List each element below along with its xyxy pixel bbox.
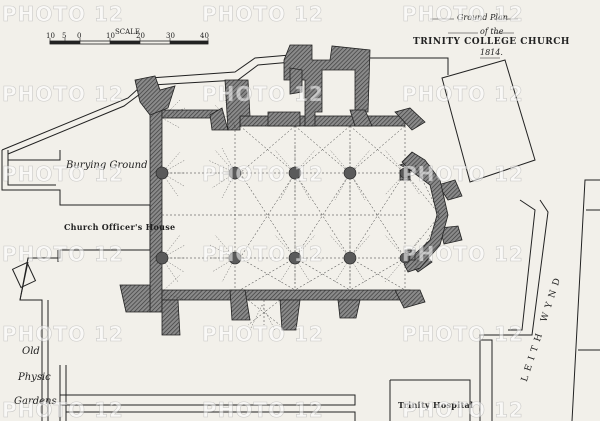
title-line2: of the (480, 27, 504, 36)
watermark: PHOTO 12 (402, 242, 524, 267)
label-church-officers-house: Church Officer's House (64, 222, 176, 232)
watermark: PHOTO 12 (2, 162, 124, 187)
watermark: PHOTO 12 (2, 398, 124, 421)
title-line1: Ground Plan (457, 13, 508, 22)
scale-tick: 10 (106, 32, 115, 40)
watermark: PHOTO 12 (202, 242, 324, 267)
watermark: PHOTO 12 (202, 2, 324, 27)
scale-tick: 0 (77, 32, 82, 40)
watermark: PHOTO 12 (402, 2, 524, 27)
label-physic: Physic (18, 372, 51, 383)
title-line3: TRINITY COLLEGE CHURCH (413, 37, 570, 47)
scale-bar (49, 38, 209, 45)
piers (155, 166, 411, 265)
watermark: PHOTO 12 (402, 82, 524, 107)
watermark: PHOTO 12 (2, 82, 124, 107)
scale-label: SCALE (115, 28, 140, 36)
scale-tick: 20 (136, 32, 145, 40)
boundary-walls (1, 54, 600, 421)
label-gardens: Gardens (14, 396, 57, 407)
scale-tick: 5 (62, 32, 67, 40)
scale-tick: 40 (200, 32, 209, 40)
watermark: PHOTO 12 (202, 162, 324, 187)
watermark: PHOTO 12 (202, 82, 324, 107)
watermark: PHOTO 12 (402, 162, 524, 187)
scale-tick: 10 (46, 32, 55, 40)
title-year: 1814. (480, 48, 503, 57)
church-walls (119, 44, 463, 336)
scale-tick: 30 (166, 32, 175, 40)
title-rules (430, 18, 518, 59)
watermark: PHOTO 12 (402, 322, 524, 347)
watermark: PHOTO 12 (402, 398, 524, 421)
watermark: PHOTO 12 (2, 322, 124, 347)
label-burying-ground: Burying Ground (66, 160, 148, 171)
watermark: PHOTO 12 (202, 322, 324, 347)
watermark: PHOTO 12 (202, 398, 324, 421)
label-trinity-hospital: Trinity Hospital (398, 400, 474, 410)
label-old: Old (22, 346, 40, 357)
watermark: PHOTO 12 (2, 2, 124, 27)
watermark: PHOTO 12 (2, 242, 124, 267)
